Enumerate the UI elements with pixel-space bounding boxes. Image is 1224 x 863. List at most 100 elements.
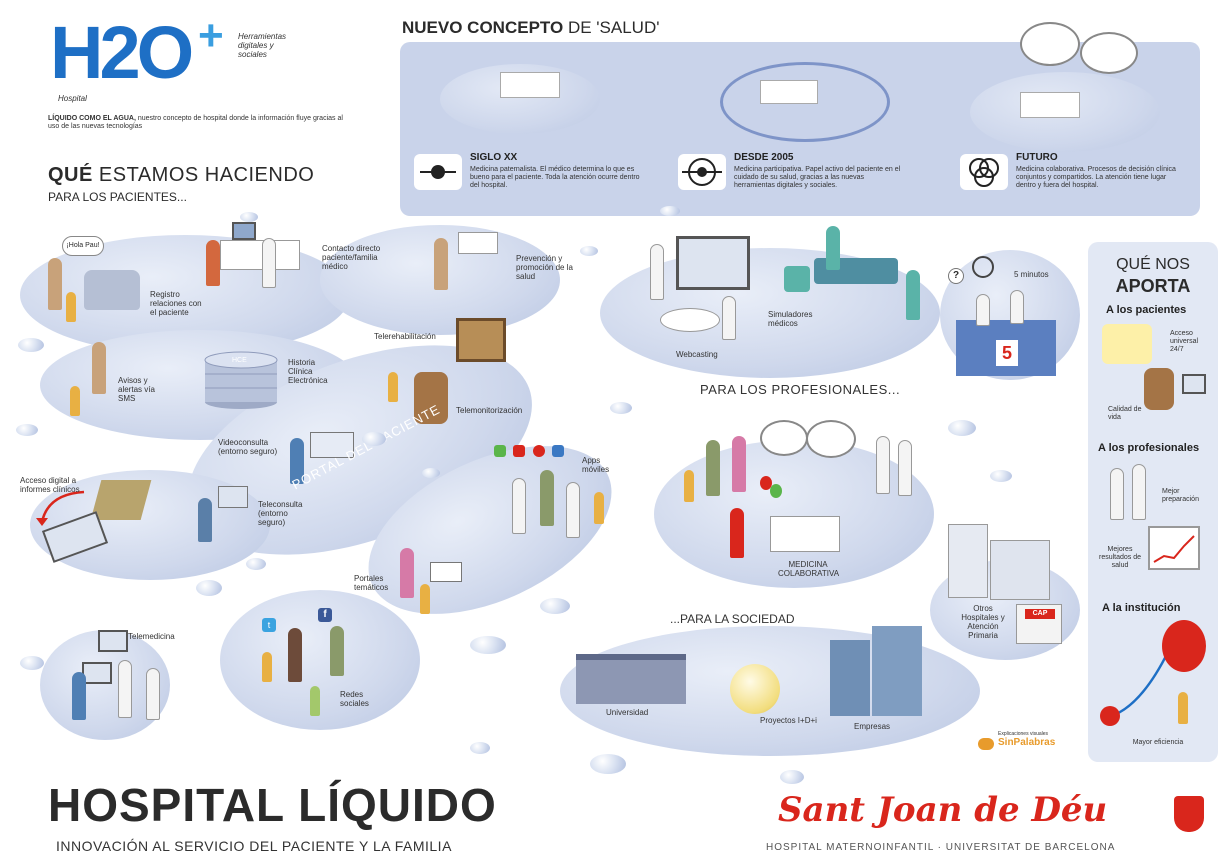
concept-title-rest: DE 'SALUD': [567, 18, 660, 37]
desk-icon: [1020, 92, 1080, 118]
water-drop: [20, 656, 44, 670]
water-drop: [16, 424, 38, 436]
doctor-figure: [976, 294, 990, 326]
label-webcasting: Webcasting: [676, 350, 718, 359]
water-drop: [660, 206, 680, 216]
doctor-figure: [1010, 290, 1024, 324]
doctor-figure: [118, 660, 132, 718]
water-drop: [610, 402, 632, 414]
heart-app-icon: [532, 445, 545, 457]
water-drop: [990, 470, 1012, 482]
app-icons: [494, 444, 574, 464]
era-futuro-title: FUTURO: [1016, 152, 1058, 163]
era-desde-2005-icon: [678, 154, 726, 190]
label-5-minutos: 5 minutos: [1014, 270, 1049, 279]
label-empresas: Empresas: [854, 722, 891, 731]
doing-title-rest: ESTAMOS HACIENDO: [98, 164, 315, 186]
adult-figure: [92, 342, 106, 394]
tv-icon: [456, 318, 506, 362]
child-figure: [262, 652, 272, 682]
surgeon-figure: [906, 270, 920, 320]
hce-label: HCE: [232, 357, 247, 364]
clock-icon: [972, 256, 994, 278]
doctor-figure: [566, 482, 580, 538]
speech-bubble-icon: [760, 420, 808, 456]
screen-icon: [676, 236, 750, 290]
doctor-figure: [1110, 468, 1124, 520]
doctor-figure: [262, 238, 276, 288]
doctor-figure: [898, 440, 912, 496]
concept-title-bold: NUEVO CONCEPTO: [402, 18, 564, 37]
bed-icon: [770, 516, 840, 552]
concept-title: NUEVO CONCEPTO DE 'SALUD': [402, 18, 659, 38]
water-drop: [18, 338, 44, 352]
computer-icon: [218, 486, 248, 508]
era-2-scene: [720, 62, 890, 142]
speech-bubble-icon: [1080, 32, 1138, 74]
era-siglo-xx-text: Medicina paternalista. El médico determi…: [470, 166, 640, 189]
water-drop: [246, 558, 266, 570]
water-drop: [196, 580, 222, 596]
credit-logo: Explicaciones visuales SinPalabras: [976, 730, 1086, 760]
era-futuro-text: Medicina colaborativa. Procesos de decis…: [1016, 166, 1176, 189]
child-figure: [594, 492, 604, 524]
five-sign-icon: 5: [996, 340, 1018, 366]
chart-board-icon: [1148, 526, 1200, 570]
laptop-icon: [310, 432, 354, 458]
adult-figure: [288, 628, 302, 682]
aporta-title-2: APORTA: [1115, 276, 1191, 296]
era-siglo-xx-title: SIGLO XX: [470, 152, 518, 163]
aporta-profesionales: A los profesionales: [1098, 442, 1200, 454]
greeting-bubble: ¡Hola Pau!: [62, 236, 104, 256]
label-teleconsulta: Teleconsulta (entorno seguro): [258, 500, 303, 527]
hospital-building-icon: [948, 524, 988, 598]
balloon-icon: [1162, 620, 1206, 672]
main-subtitle: INNOVACIÓN AL SERVICIO DEL PACIENTE Y LA…: [56, 838, 452, 854]
water-drop: [362, 432, 386, 446]
monitor-icon: [1182, 374, 1206, 394]
office-building-icon: [830, 640, 870, 716]
adult-figure: [290, 438, 304, 484]
doctor-figure: [876, 436, 890, 494]
era-desde-2005-title: DESDE 2005: [734, 152, 794, 163]
label-mejores: Mejores resultados de salud: [1098, 546, 1142, 569]
water-drop: [240, 212, 258, 222]
h2o-logo-graphic: H2O +: [50, 11, 224, 94]
adult-figure: [48, 258, 62, 310]
adult-figure: [540, 470, 554, 526]
greeting-text: ¡Hola Pau!: [66, 242, 100, 249]
h2o-logo: H2O + Herramientas digitales y sociales …: [48, 10, 348, 103]
water-drop: [580, 246, 598, 256]
label-eficiencia: Mayor eficiencia: [1132, 739, 1184, 746]
monitor-icon: [82, 662, 112, 684]
lightbulb-icon: [730, 664, 780, 714]
adult-figure: [706, 440, 720, 496]
coin-icon: [1100, 706, 1120, 726]
logo-subtitle: Herramientas digitales y sociales: [238, 32, 287, 59]
adult-figure: [400, 548, 414, 598]
era-siglo-xx-icon: [414, 154, 462, 190]
label-acceso-universal: Acceso universal 24/7: [1170, 330, 1199, 353]
clown-figure: [730, 508, 744, 558]
university-building-icon: [576, 654, 686, 704]
question-icon: ?: [948, 268, 964, 284]
video-app-icon: [513, 445, 526, 457]
laptop-icon: [430, 562, 462, 582]
era-desde-2005-text: Medicina participativa. Papel activo del…: [734, 166, 901, 189]
professionals-title: PARA LOS PROFESIONALES...: [700, 382, 901, 397]
child-figure: [70, 386, 80, 416]
org-logo: Sant Joan de Déu HOSPITAL MATERNOINFANTI…: [760, 790, 1220, 856]
chat-app-icon: [552, 445, 565, 457]
cap-sign: CAP: [1025, 609, 1055, 619]
label-historia: Historia Clínica Electrónica: [288, 358, 328, 385]
doing-title: QUÉ ESTAMOS HACIENDO: [48, 164, 314, 187]
reception-desk: [84, 270, 140, 310]
doctor-figure: [512, 478, 526, 534]
label-calidad: Calidad de vida: [1108, 406, 1142, 421]
label-portales: Portales temáticos: [354, 574, 389, 592]
era-futuro-icon: [960, 154, 1008, 190]
society-title: ...PARA LA SOCIEDAD: [670, 612, 795, 626]
speech-bubble-icon: [806, 420, 856, 458]
water-drop: [470, 636, 506, 654]
water-drop: [422, 468, 440, 478]
